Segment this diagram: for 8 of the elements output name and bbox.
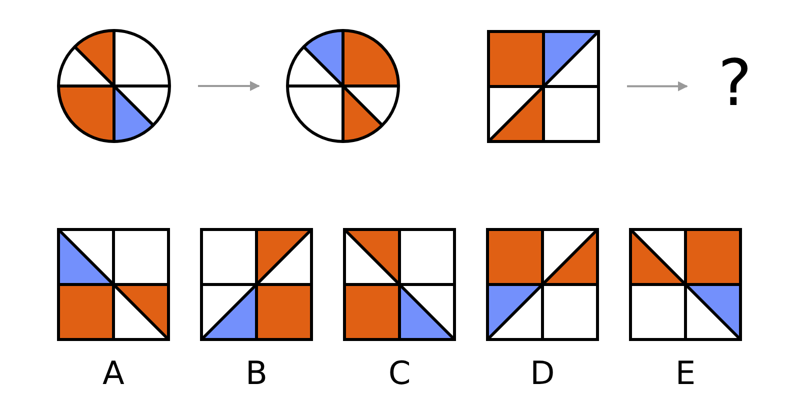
arrow	[198, 81, 260, 91]
arrow	[627, 81, 688, 92]
option-letter: D	[529, 357, 556, 389]
option-letter: A	[102, 357, 126, 389]
option-letter: C	[387, 357, 412, 389]
option-letter: E	[674, 357, 697, 389]
option-letter: B	[244, 357, 268, 389]
question-mark: ?	[717, 46, 753, 123]
